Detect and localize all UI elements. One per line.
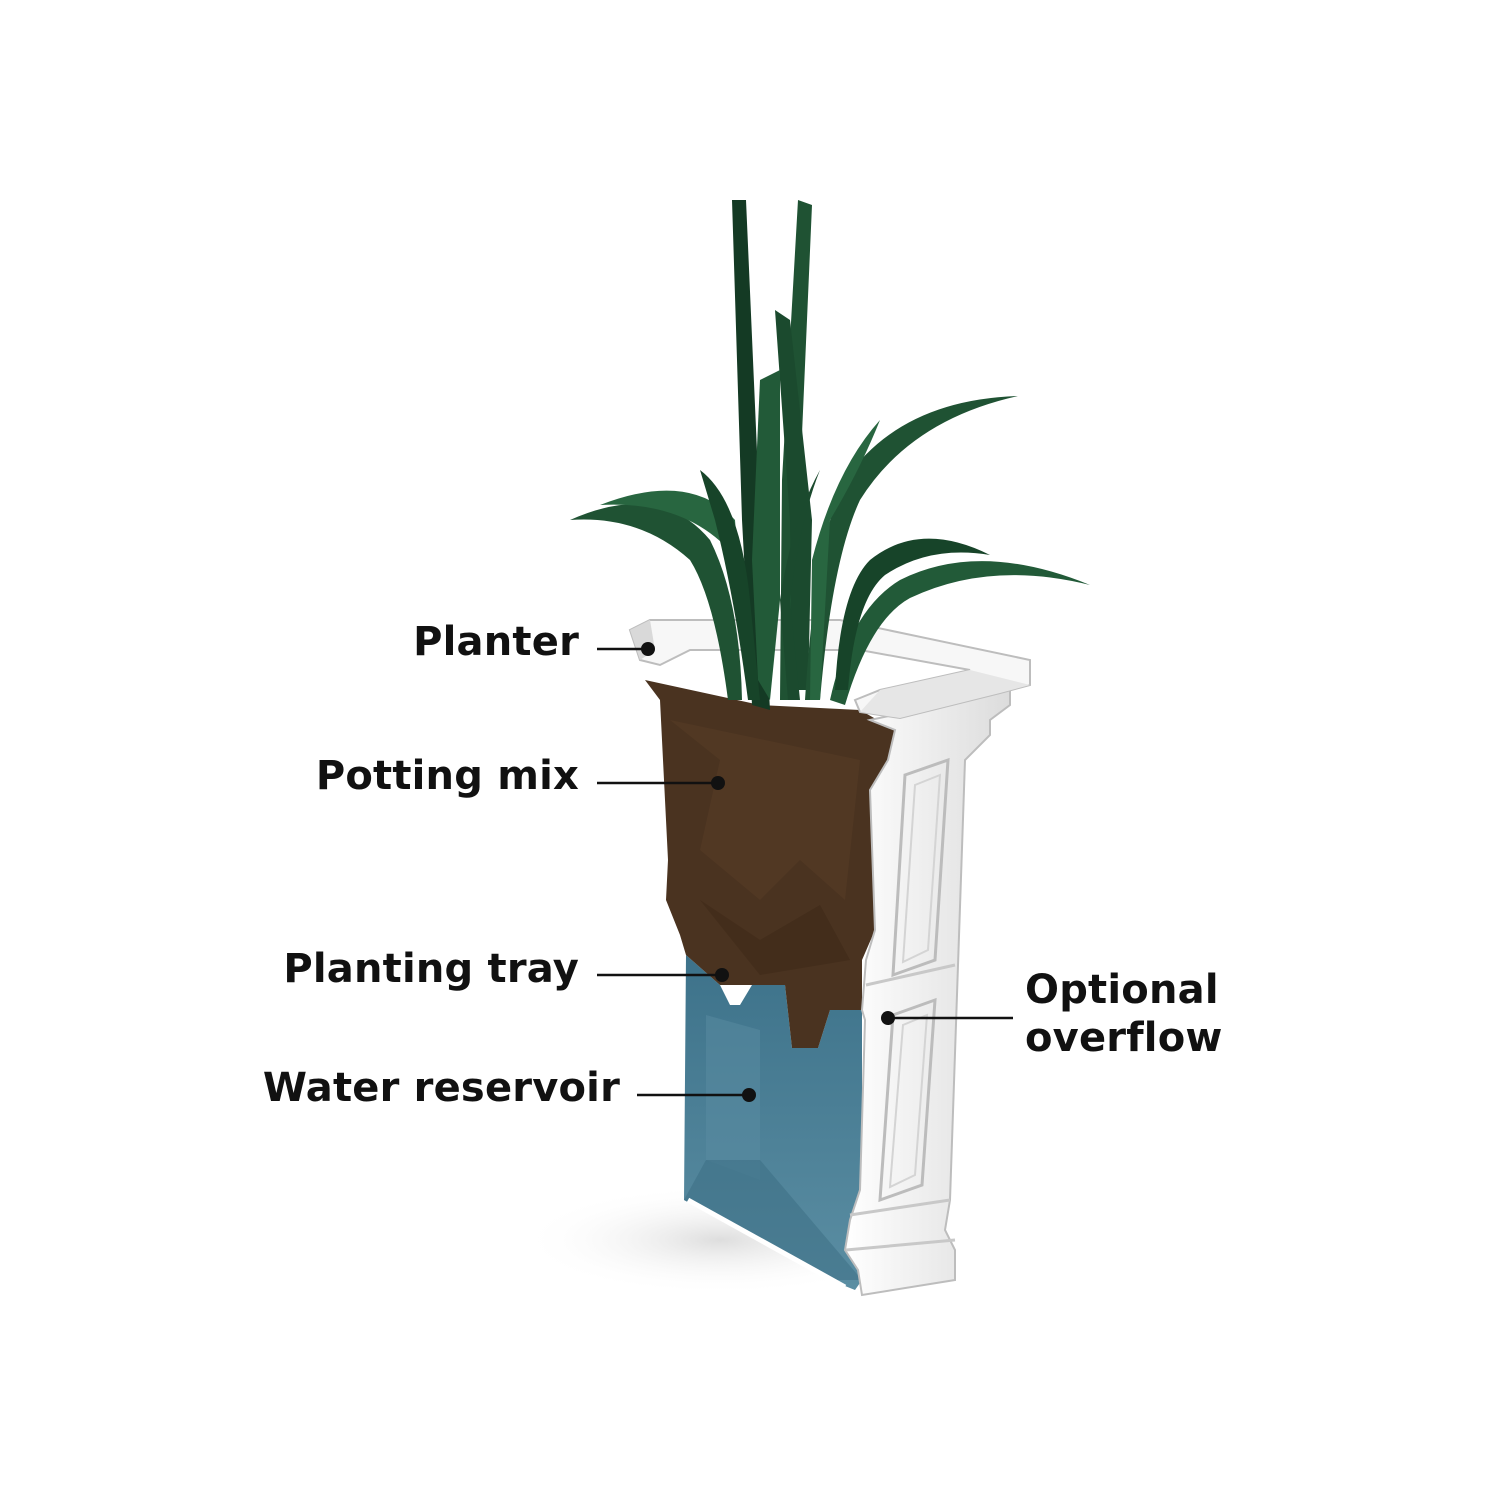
callout-lines: [597, 642, 1013, 1102]
water-reservoir-region: [684, 955, 862, 1290]
label-water-reservoir: Water reservoir: [262, 1065, 620, 1111]
label-planting-tray: Planting tray: [283, 946, 579, 992]
callout-dot-water-reservoir: [742, 1088, 756, 1102]
potting-mix-region: [645, 680, 895, 1048]
callout-dot-optional-overflow: [881, 1011, 895, 1025]
label-optional-overflow-line1: Optional: [1025, 967, 1219, 1013]
planter-body: [628, 619, 1031, 1297]
label-optional-overflow: Optional overflow: [1025, 966, 1223, 1062]
label-potting-mix: Potting mix: [315, 753, 579, 799]
callout-dot-potting-mix: [711, 776, 725, 790]
label-planter: Planter: [413, 619, 579, 665]
plant-leaves: [570, 200, 1090, 710]
callout-dot-planting-tray: [715, 968, 729, 982]
label-optional-overflow-line2: overflow: [1025, 1015, 1223, 1061]
callout-dot-planter: [641, 642, 655, 656]
